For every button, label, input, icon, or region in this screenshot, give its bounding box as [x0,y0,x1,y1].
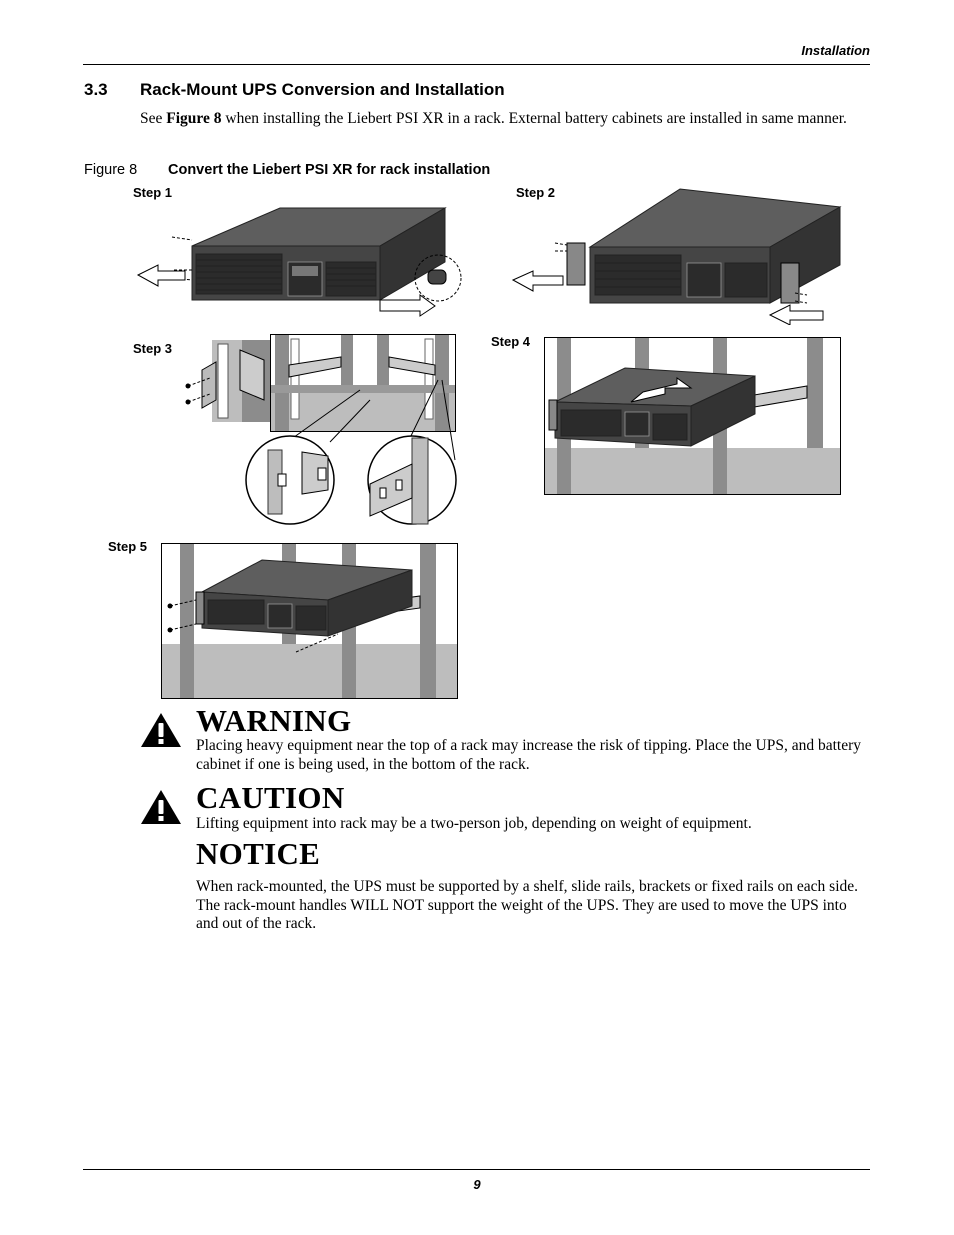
step-1-label: Step 1 [133,185,173,200]
running-header: Installation [801,43,870,58]
figure-reference-link[interactable]: Figure 8 [166,110,222,127]
step-4-rack-frame [544,337,841,495]
step-2-illustration [505,185,850,325]
section-number: 3.3 [84,80,108,99]
caution-text: Lifting equipment into rack may be a two… [196,815,752,832]
step-1-illustration [130,200,470,320]
figure-number: Figure 8 [84,162,138,178]
caution-icon [139,788,183,826]
intro-paragraph: See Figure 8 when installing the Liebert… [140,110,870,129]
warning-title: WARNING [196,703,352,738]
footer-rule [83,1169,870,1170]
caution-title: CAUTION [196,780,345,815]
section-title: Rack-Mount UPS Conversion and Installati… [140,80,505,99]
step-3-rack-frame [270,334,456,432]
intro-pre: See [140,110,167,127]
step-3-label: Step 3 [133,341,173,356]
step-2-label: Step 2 [516,185,556,200]
step-5-label: Step 5 [108,539,148,554]
warning-text: Placing heavy equipment near the top of … [196,737,862,773]
step-3-rail-detail [180,340,270,422]
step-3-zoom-details [240,360,465,528]
notice-text: When rack-mounted, the UPS must be suppo… [196,878,859,932]
step-5-rack-frame [161,543,458,699]
notice-title: NOTICE [196,836,321,871]
intro-post: when installing the Liebert PSI XR in a … [221,110,847,127]
figure-caption: Convert the Liebert PSI XR for rack inst… [168,162,491,178]
page-number: 9 [473,1177,481,1192]
step-4-label: Step 4 [491,334,531,349]
warning-icon [139,711,183,749]
header-rule [83,64,870,65]
